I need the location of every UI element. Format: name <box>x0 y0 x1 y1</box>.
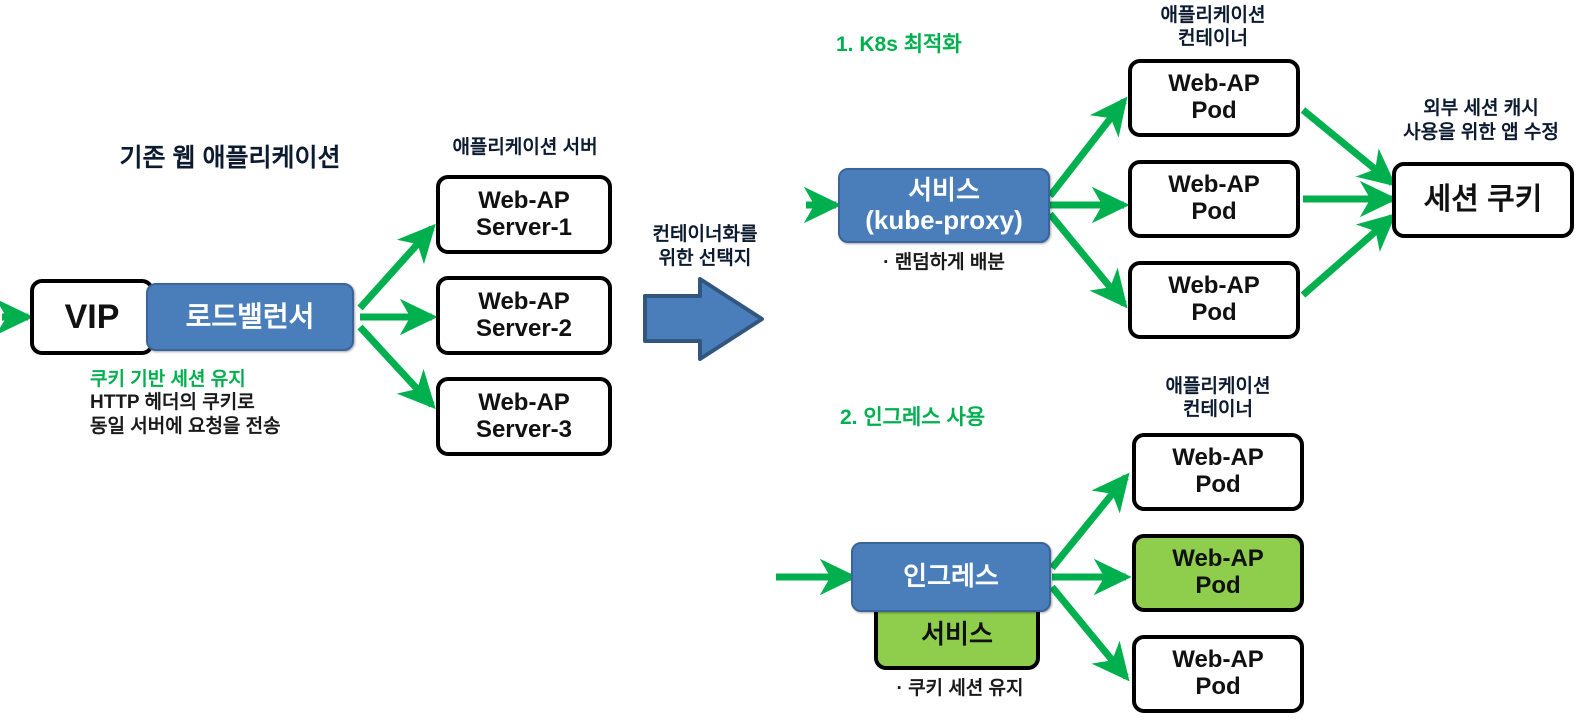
pod-box-1-2[interactable]: Web-AP Pod <box>1128 160 1300 238</box>
kube-proxy-service-box[interactable]: 서비스 (kube-proxy) <box>838 168 1050 243</box>
vip-label: VIP <box>64 297 120 336</box>
transition-label-line2: 위한 선택지 <box>658 248 752 269</box>
arrow-svc-pod1 <box>1047 96 1128 199</box>
pod-box-2-2[interactable]: Web-AP Pod <box>1132 534 1304 612</box>
cache-note-line2: 사용을 위한 앱 수정 <box>1403 122 1559 143</box>
pod-box-2-3[interactable]: Web-AP Pod <box>1132 635 1304 713</box>
step-2-label: 2. 인그레스 사용 <box>840 406 986 429</box>
arrow-ingress-pod3 <box>1049 584 1130 682</box>
pod-2-2-line2: Pod <box>1195 572 1241 599</box>
arrow-pod1-cookie <box>1300 107 1397 187</box>
step-1-label: 1. K8s 최적화 <box>836 33 962 56</box>
server-1-line1: Web-AP <box>478 186 570 214</box>
cookie-session-caption-line2: HTTP 헤더의 쿠키로 <box>90 392 255 413</box>
service-label-line1: 서비스 <box>908 175 980 206</box>
transition-label-line1: 컨테이너화를 <box>652 224 758 245</box>
pods-header-2-line2: 컨테이너 <box>1183 399 1253 420</box>
pod-1-3-line2: Pod <box>1191 299 1237 326</box>
arrow-ingress-pod1 <box>1049 472 1130 571</box>
session-cookie-box[interactable]: 세션 쿠키 <box>1392 162 1574 238</box>
ingress-caption: · 쿠키 세션 유지 <box>896 678 1024 699</box>
server-box-3[interactable]: Web-AP Server-3 <box>436 377 612 456</box>
pod-2-1-line2: Pod <box>1195 471 1241 498</box>
service-caption: · 랜덤하게 배분 <box>883 252 1005 273</box>
pod-1-3-line1: Web-AP <box>1168 272 1260 300</box>
vip-box[interactable]: VIP <box>30 279 154 355</box>
server-2-line2: Server-2 <box>475 314 573 342</box>
cookie-session-caption-line3: 동일 서버에 요청을 전송 <box>90 416 281 437</box>
server-box-1[interactable]: Web-AP Server-1 <box>436 175 612 254</box>
load-balancer-label: 로드밸런서 <box>185 301 315 333</box>
arrow-lb-server1 <box>357 223 436 311</box>
cache-note-line1: 외부 세션 캐시 <box>1423 98 1539 119</box>
server-1-line2: Server-1 <box>475 213 573 241</box>
app-servers-header: 애플리케이션 서버 <box>452 137 598 158</box>
pods-header-2-line1: 애플리케이션 <box>1165 376 1271 397</box>
server-3-line2: Server-3 <box>475 415 573 443</box>
pod-2-2-line1: Web-AP <box>1172 545 1264 573</box>
service-label-line2: (kube-proxy) <box>865 204 1023 235</box>
pods-header-1-line1: 애플리케이션 <box>1160 5 1266 26</box>
transition-block-arrow <box>643 277 764 361</box>
load-balancer-box[interactable]: 로드밸런서 <box>146 283 354 351</box>
ingress-box[interactable]: 인그레스 <box>851 542 1051 612</box>
pod-box-1-1[interactable]: Web-AP Pod <box>1128 59 1300 137</box>
arrow-pod3-cookie <box>1300 213 1397 298</box>
cookie-session-caption-green: 쿠키 기반 세션 유지 <box>90 369 246 390</box>
server-3-line1: Web-AP <box>478 388 570 416</box>
pod-1-1-line2: Pod <box>1191 97 1237 124</box>
pod-2-3-line2: Pod <box>1195 673 1241 700</box>
pod-2-3-line1: Web-AP <box>1172 646 1264 674</box>
pods-header-1-line2: 컨테이너 <box>1178 28 1248 49</box>
server-box-2[interactable]: Web-AP Server-2 <box>436 276 612 355</box>
pod-1-2-line2: Pod <box>1191 198 1237 225</box>
page-title: 기존 웹 애플리케이션 <box>119 144 341 172</box>
arrow-svc-pod3 <box>1047 211 1128 309</box>
server-2-line1: Web-AP <box>478 287 570 315</box>
pod-2-1-line1: Web-AP <box>1172 444 1264 472</box>
pod-1-1-line1: Web-AP <box>1168 70 1260 98</box>
pod-box-1-3[interactable]: Web-AP Pod <box>1128 261 1300 339</box>
session-cookie-label: 세션 쿠키 <box>1423 183 1543 217</box>
ingress-service-label: 서비스 <box>921 619 993 650</box>
ingress-label: 인그레스 <box>903 561 999 592</box>
pod-box-2-1[interactable]: Web-AP Pod <box>1132 433 1304 511</box>
pod-1-2-line1: Web-AP <box>1168 171 1260 199</box>
